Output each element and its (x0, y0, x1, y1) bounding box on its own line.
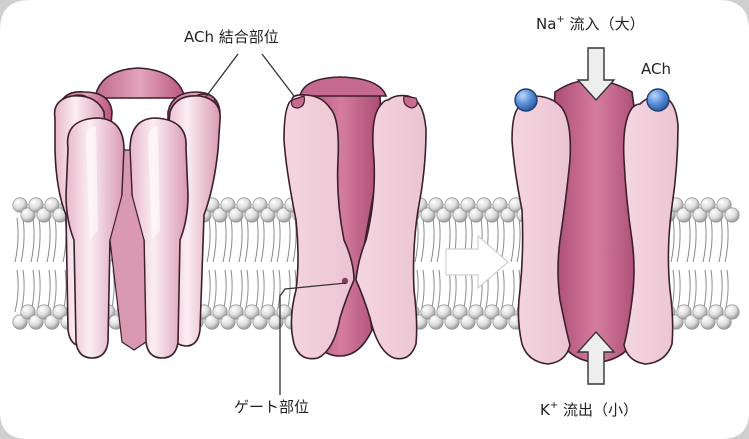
lipid-tail (511, 218, 514, 262)
lipid-tail (37, 218, 40, 262)
lipid-tail (437, 218, 440, 262)
lipid-tail (709, 218, 712, 262)
lipid-tail (271, 218, 274, 262)
lipid-tail (709, 270, 712, 312)
ach-molecule (647, 89, 669, 111)
lipid-tail (437, 270, 440, 312)
lipid-tail (719, 218, 722, 262)
lipid-head (725, 208, 739, 222)
corner-background (0, 412, 28, 439)
lipid-tail (53, 270, 56, 312)
lipid-tail (687, 218, 690, 262)
lipid-tail (53, 218, 56, 262)
lipid-tail (213, 218, 216, 262)
lipid-tail (277, 218, 280, 262)
lipid-tail (213, 270, 216, 312)
na-influx-text: 流入（大） (565, 15, 645, 33)
pore-top-dome (300, 77, 386, 96)
lipid-tail (677, 218, 680, 262)
lipid-tail (47, 218, 50, 262)
gate-site-label: ゲート部位 (234, 398, 309, 416)
lipid-tail (431, 218, 434, 262)
lipid-tail (693, 218, 696, 262)
lipid-tail (15, 218, 18, 262)
lipid-tail (517, 218, 520, 262)
k-ion-symbol: K (540, 401, 550, 419)
na-charge: + (556, 14, 564, 25)
lipid-head (725, 305, 739, 319)
lipid-tail (229, 270, 232, 312)
ach-label: ACh (641, 60, 671, 78)
closed-receptor (55, 68, 221, 358)
open-channel (512, 48, 678, 384)
lipid-tail (501, 270, 504, 312)
lipid-tail (255, 218, 258, 262)
lipid-tail (725, 218, 728, 262)
lipid-tail (229, 218, 232, 262)
k-charge: + (550, 400, 558, 411)
receptor-top-dome (95, 68, 185, 98)
ach-molecule (515, 89, 537, 111)
binding-leader-line (262, 54, 294, 96)
lipid-tail (239, 218, 242, 262)
lipid-tail (207, 218, 210, 262)
corner-background (0, 0, 30, 30)
lipid-tail (31, 218, 34, 262)
lipid-tail (15, 270, 18, 312)
k-efflux-text: 流出（小） (558, 401, 638, 419)
subunit-left-open (512, 96, 570, 364)
lipid-tail (261, 218, 264, 262)
lipid-tail (725, 270, 728, 312)
lipid-tail (469, 270, 472, 312)
subunit-right-open (624, 96, 678, 364)
binding-leader-line (205, 54, 238, 98)
lipid-tail (245, 218, 248, 262)
lipid-tail (261, 270, 264, 312)
lipid-tail (501, 218, 504, 262)
na-ion-symbol: Na (536, 15, 556, 33)
lipid-tail (37, 270, 40, 312)
lipid-tail (21, 270, 24, 312)
closed-cross-section (284, 77, 426, 359)
lipid-tail (421, 270, 424, 312)
lipid-tail (21, 218, 24, 262)
lipid-tail (223, 218, 226, 262)
corner-background (719, 0, 749, 30)
binding-site-label: ACh 結合部位 (184, 28, 279, 46)
lipid-tail (245, 270, 248, 312)
k-efflux-label: K+ 流出（小） (540, 398, 638, 419)
lipid-tail (453, 270, 456, 312)
lipid-tail (671, 218, 674, 262)
corner-background (721, 412, 749, 439)
lipid-tail (693, 270, 696, 312)
lipid-tail (703, 218, 706, 262)
na-influx-label: Na+ 流入（大） (536, 12, 645, 33)
lipid-tail (677, 270, 680, 312)
lipid-tail (421, 218, 424, 262)
lipid-tail (287, 218, 290, 262)
